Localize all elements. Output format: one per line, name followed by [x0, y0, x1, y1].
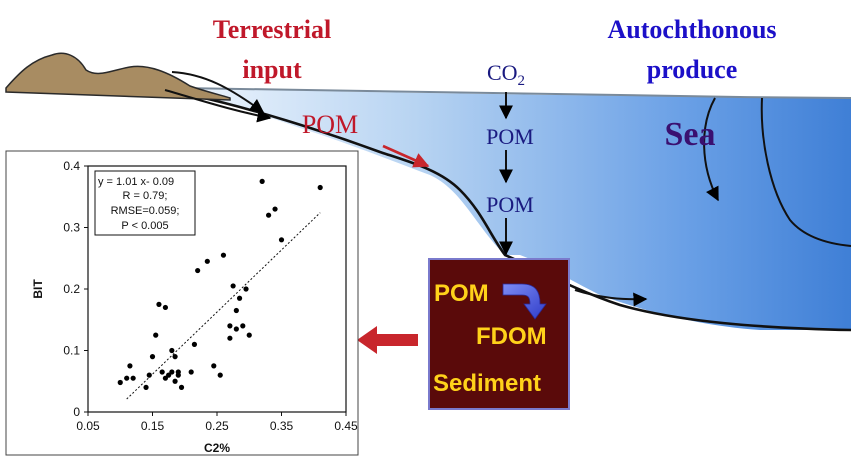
y-tick-label: 0.4 [63, 159, 80, 173]
data-point [211, 363, 217, 369]
inset-scatter-chart: 0.05 0.15 0.25 0.35 0.45 0 0.1 0.2 0.3 0.4 y = 1.… [5, 150, 359, 456]
annotation-line-2: R = 0.79; [123, 190, 168, 202]
y-axis-label: BIT [31, 279, 45, 299]
data-point [162, 304, 168, 311]
annotation-line-3: RMSE=0.059; [111, 205, 180, 217]
water-surface-line [179, 87, 851, 99]
label-pom-mid-1: POM [486, 124, 534, 149]
data-point [246, 332, 252, 338]
data-point [195, 267, 201, 274]
data-point [149, 354, 156, 360]
data-point [233, 326, 239, 332]
label-co2-base: CO [487, 60, 518, 85]
label-pom-mid-2: POM [486, 192, 534, 217]
data-point [143, 384, 149, 390]
box-label-fdom: FDOM [476, 323, 547, 350]
data-point [236, 295, 243, 301]
deep-current-arrow [703, 97, 719, 202]
data-point [227, 323, 233, 329]
data-point [220, 252, 227, 258]
data-point [317, 184, 323, 191]
annotation-line-4: P < 0.005 [121, 220, 168, 232]
box-label-sediment: Sediment [433, 370, 541, 397]
heading-terrestrial-line2: input [242, 55, 302, 84]
data-point [124, 375, 130, 381]
annotation-box [94, 170, 196, 236]
data-point [127, 363, 133, 369]
tick-group: 0.05 0.15 0.25 0.35 0.45 0 0.1 0.2 0.3 0.4 [63, 159, 358, 433]
label-co2: CO2 [487, 60, 525, 89]
deep-current-line [760, 97, 851, 247]
label-sea: Sea [665, 116, 716, 153]
y-tick-label: 0 [73, 405, 80, 419]
x-tick-label: 0.35 [270, 419, 294, 433]
x-axis-label: C2% [204, 441, 230, 455]
data-points [117, 178, 323, 390]
x-tick-label: 0.25 [205, 419, 229, 433]
data-point [230, 283, 236, 289]
data-point [233, 307, 239, 314]
terrestrial-arrow-2 [164, 89, 272, 123]
data-point [156, 301, 162, 307]
data-point [178, 384, 185, 390]
sediment-to-chart-arrow [357, 326, 418, 354]
label-pom-terrestrial: POM [302, 110, 358, 139]
data-point [162, 375, 168, 381]
data-point [159, 369, 165, 375]
sea-body [180, 88, 851, 330]
box-label-pom: POM [434, 280, 489, 307]
data-point [240, 323, 246, 329]
x-tick-label: 0.05 [76, 419, 100, 433]
x-tick-label: 0.15 [141, 419, 165, 433]
y-tick-label: 0.1 [63, 344, 80, 358]
data-point [172, 378, 178, 384]
data-point [266, 212, 272, 218]
export-arrow [574, 289, 648, 307]
data-point [175, 369, 181, 375]
data-point [259, 178, 265, 184]
data-point [217, 372, 223, 378]
data-point [243, 286, 249, 292]
land-mass [5, 52, 231, 101]
data-point [188, 369, 194, 375]
regression-line [126, 212, 321, 400]
sediment-box [428, 258, 570, 410]
y-tick-label: 0.3 [63, 221, 80, 235]
data-point [146, 372, 152, 378]
x-tick-label: 0.45 [334, 419, 358, 433]
terrestrial-arrow-1 [171, 71, 265, 113]
pom-to-fdom-curved-arrow [502, 283, 547, 320]
data-point [166, 372, 172, 378]
heading-autochthonous-line1: Autochthonous [607, 15, 776, 44]
heading-terrestrial-line1: Terrestrial [213, 15, 331, 44]
data-point [130, 375, 136, 381]
data-point [191, 341, 198, 347]
data-point [227, 335, 233, 341]
pom-transport-arrow [382, 144, 430, 168]
data-point [204, 258, 210, 264]
data-point [169, 347, 175, 354]
annotation-line-1: y = 1.01 x- 0.09 [98, 176, 174, 188]
label-co2-subscript: 2 [518, 73, 526, 89]
data-point [153, 332, 159, 338]
data-point [169, 369, 175, 375]
data-point [172, 354, 178, 360]
data-point [272, 206, 278, 212]
data-point [117, 379, 123, 386]
data-point [278, 237, 285, 243]
y-tick-label: 0.2 [63, 282, 80, 296]
heading-autochthonous-line2: produce [647, 55, 738, 84]
seabed-slope [194, 94, 851, 332]
